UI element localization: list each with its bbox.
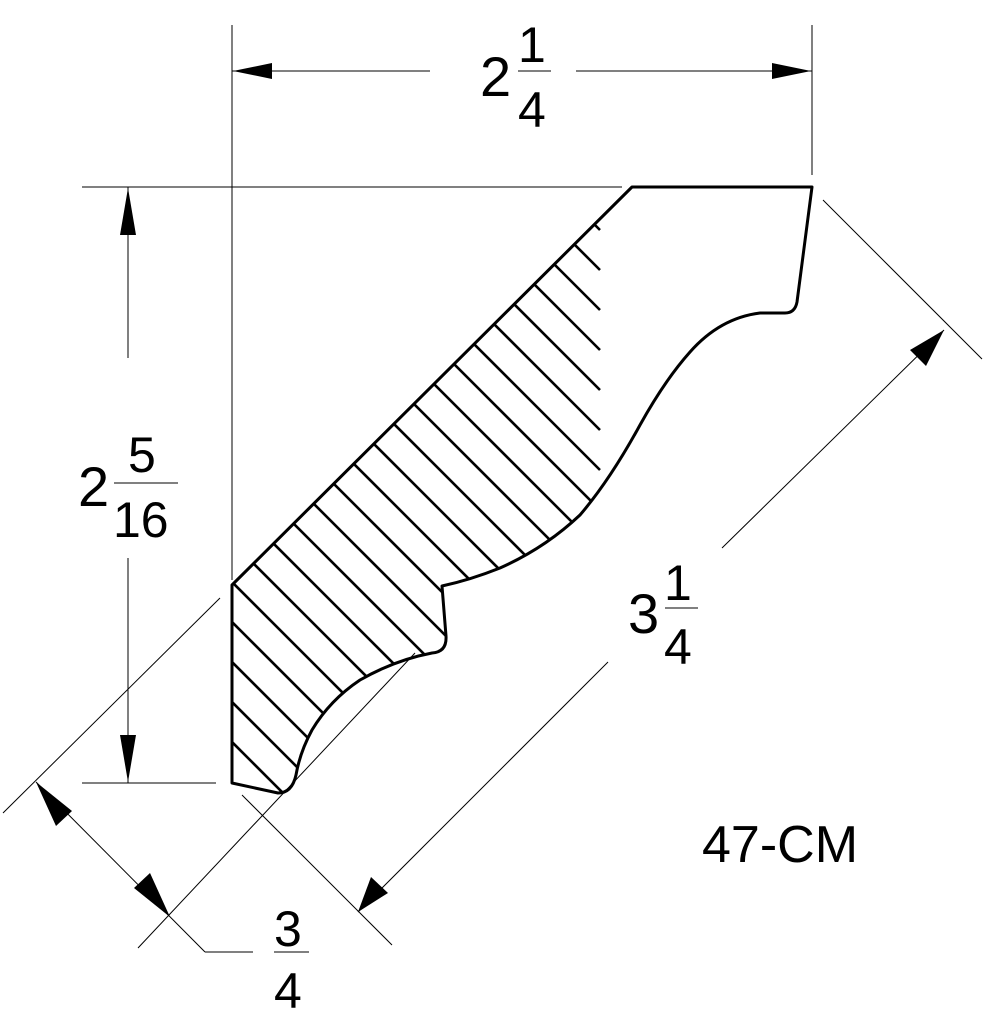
arrow-down-right-icon — [134, 873, 170, 917]
arrow-up-right-icon — [910, 330, 944, 366]
arrow-left-icon — [233, 63, 272, 79]
dimension-arrowheads — [36, 63, 944, 917]
svg-text:4: 4 — [274, 963, 302, 1019]
part-number-label: 47-CM — [702, 816, 858, 874]
svg-text:3: 3 — [628, 582, 659, 645]
dimension-thickness-label: 3 4 — [274, 901, 309, 1019]
arrow-up-left-icon — [36, 782, 72, 826]
dimension-lines — [2, 25, 983, 953]
svg-text:4: 4 — [664, 619, 692, 675]
svg-text:3: 3 — [274, 901, 302, 957]
svg-text:2: 2 — [78, 455, 109, 518]
arrow-up-icon — [120, 188, 136, 235]
svg-text:2: 2 — [480, 45, 511, 108]
svg-text:4: 4 — [518, 82, 546, 138]
svg-text:1: 1 — [518, 17, 546, 73]
dimension-height-label: 2 5 16 — [78, 427, 178, 548]
dimension-width-label: 2 1 4 — [480, 17, 551, 138]
arrow-right-icon — [772, 63, 811, 79]
molding-profile-outline — [230, 185, 814, 795]
svg-text:1: 1 — [664, 555, 692, 611]
svg-text:16: 16 — [113, 492, 169, 548]
svg-text:5: 5 — [128, 427, 156, 483]
arrow-down-icon — [120, 735, 136, 782]
arrow-down-left-icon — [358, 877, 388, 912]
dimension-face-label: 3 1 4 — [628, 555, 698, 675]
